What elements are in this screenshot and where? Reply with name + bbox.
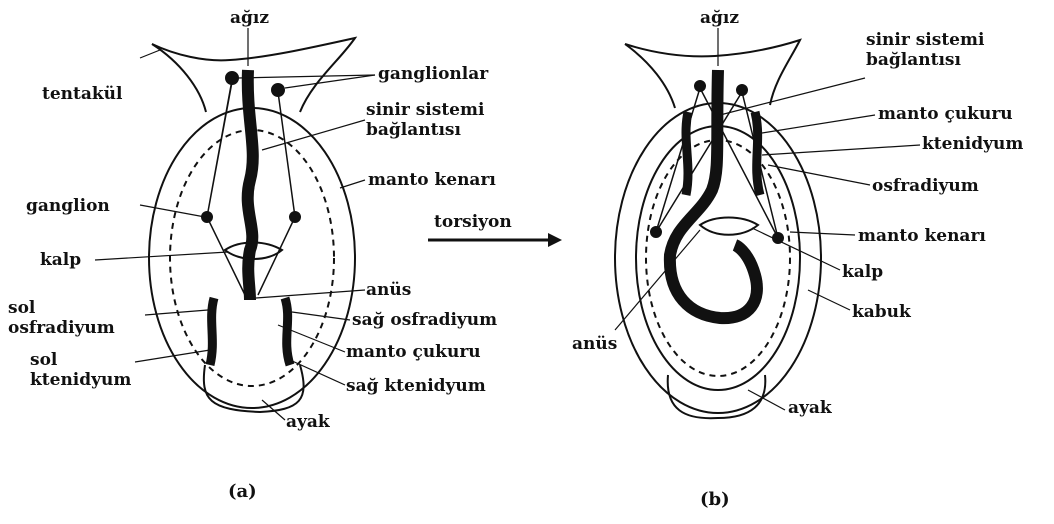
left-ctenidium-b [686, 112, 688, 195]
right-ctenidium-a [285, 298, 290, 365]
animal-a [149, 38, 355, 412]
label-ganglion-a: ganglion [26, 196, 110, 216]
label-mantle-edge-a: manto kenarı [368, 170, 496, 190]
label-left-ctenidium-a: sol ktenidyum [30, 350, 131, 390]
torsion-arrow [428, 233, 562, 247]
label-ganglia-a: ganglionlar [378, 64, 488, 84]
left-ctenidium-a [210, 298, 214, 365]
label-foot-a: ayak [286, 412, 330, 432]
label-tentacle-a: tentakül [42, 84, 123, 104]
label-osphradium-b: osfradiyum [872, 176, 979, 196]
label-mouth-b: ağız [700, 8, 739, 28]
label-right-osphradium-a: sağ osfradiyum [352, 310, 497, 330]
gut-a [248, 70, 253, 300]
heart-b [700, 218, 758, 235]
label-anus-a: anüs [366, 280, 411, 300]
foot-outline-b [668, 375, 766, 418]
label-foot-b: ayak [788, 398, 832, 418]
label-ctenidium-b: ktenidyum [922, 134, 1023, 154]
label-mantle-edge-b: manto kenarı [858, 226, 986, 246]
label-mouth-a: ağız [230, 8, 269, 28]
label-nerve-connective-a: sinir sistemi bağlantısı [366, 100, 484, 140]
label-mantle-cavity-b: manto çukuru [878, 104, 1013, 124]
panel-label-b: (b) [700, 490, 730, 510]
label-shell-b: kabuk [852, 302, 911, 322]
label-left-osphradium-a: sol osfradiyum [8, 298, 115, 338]
label-mantle-cavity-a: manto çukuru [346, 342, 481, 362]
label-right-ctenidium-a: sağ ktenidyum [346, 376, 486, 396]
label-anus-b: anüs [572, 334, 617, 354]
label-heart-a: kalp [40, 250, 81, 270]
panel-label-a: (a) [228, 482, 257, 502]
label-heart-b: kalp [842, 262, 883, 282]
label-torsion: torsiyon [434, 212, 512, 232]
right-ctenidium-b [755, 112, 760, 195]
label-nerve-connective-b: sinir sistemi bağlantısı [866, 30, 984, 70]
